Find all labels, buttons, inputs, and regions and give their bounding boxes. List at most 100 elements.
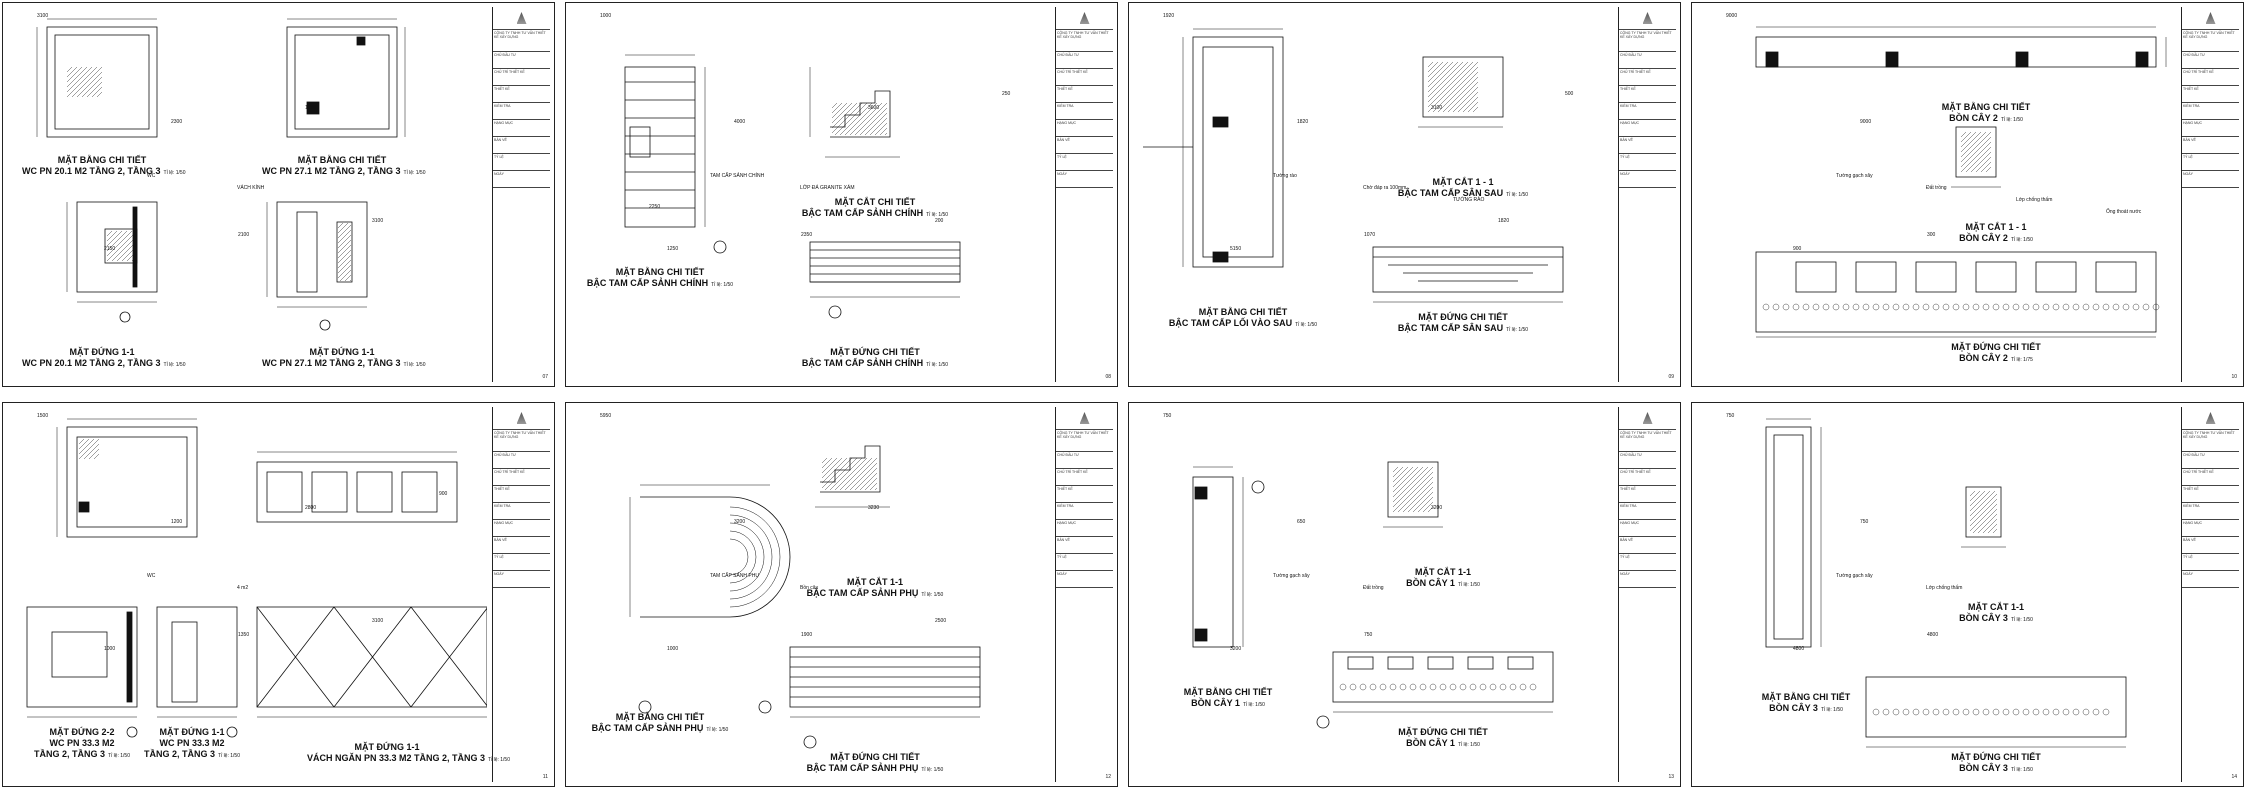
title-block-field: TỶ LỆ (2182, 554, 2239, 571)
drawing-title-main: MẶT CẮT 1 - 1 (1965, 222, 2027, 232)
dimension-label: 500 (1565, 91, 1574, 97)
drawing-title-main: MẶT CẮT 1 - 1 (1432, 177, 1494, 187)
plant-symbol (2072, 708, 2080, 716)
hatch-line (1960, 141, 1992, 173)
drawing-title-main: MẶT ĐỨNG 1-1 (309, 347, 375, 357)
plant-symbol (1842, 303, 1850, 311)
hatch-line (1397, 476, 1434, 513)
plant-symbol (2132, 303, 2140, 311)
scale-label: Tỉ lệ: 1/50 (1457, 582, 1480, 588)
plant-symbol (1932, 303, 1940, 311)
hatch-line (337, 222, 349, 234)
title-block-field: NGÀY (1619, 571, 1676, 588)
plant-symbol (1912, 303, 1920, 311)
hatch-line (1972, 508, 1998, 534)
drawing-title-main: MẶT ĐỨNG 1-1 (354, 742, 420, 752)
scale-label: Tỉ lệ: 1/50 (1295, 322, 1318, 328)
title-block-field: THIẾT KẾ (1619, 486, 1676, 503)
planter-window (1855, 261, 1897, 293)
dimension-label: 2500 (935, 618, 946, 624)
hatch-line (93, 453, 100, 460)
hatch-line (1407, 486, 1434, 513)
title-block-field: KIỂM TRA (1056, 103, 1113, 120)
title-block-field: TỶ LỆ (1056, 154, 1113, 171)
stair-section (830, 90, 891, 138)
hatch-line (1417, 496, 1434, 513)
section-marker (803, 735, 817, 749)
title-block-field: BẢN VẼ (2182, 537, 2239, 554)
door (171, 621, 198, 703)
title-block-field: TỶ LỆ (1056, 554, 1113, 571)
sheet-number: 12 (1105, 774, 1111, 780)
hatch-line (71, 66, 103, 98)
dimension-label: 900 (1793, 246, 1802, 252)
plant-symbol (2062, 303, 2070, 311)
title-block-field: THIẾT KẾ (2182, 486, 2239, 503)
dimension-label: 750 (1726, 413, 1735, 419)
drawing-title-main: MẶT ĐỨNG CHI TIẾT (1398, 727, 1488, 737)
dimension-label: 1200 (305, 105, 316, 111)
drawing-title-main: MẶT ĐỨNG 2-2 (49, 727, 115, 737)
hatch-line (821, 457, 848, 484)
planter-window (2095, 261, 2137, 293)
hatch-line (66, 66, 83, 83)
hatch-line (869, 482, 878, 491)
section-marker (119, 311, 131, 323)
annotation-note: VÁCH KÍNH (237, 184, 265, 191)
hatch-line (844, 457, 878, 491)
scale-label: Tỉ lệ: 1/50 (163, 362, 186, 368)
title-block-field: NGÀY (493, 171, 550, 188)
title-block-field: KIỂM TRA (1056, 503, 1113, 520)
glass-panel (336, 221, 353, 283)
hatch-line (831, 102, 848, 119)
drawing-title-main: MẶT CẮT 1-1 (847, 577, 903, 587)
planter-window (1427, 656, 1454, 670)
hatch-line (844, 102, 878, 136)
annotation-note: Đất trồng (1363, 585, 1384, 591)
hatch-line (1992, 528, 1998, 534)
planter-window (1387, 656, 1414, 670)
dimension-label: 1200 (171, 519, 182, 525)
company-logo-icon (2182, 407, 2239, 430)
hatch-line (874, 122, 888, 136)
plant-symbol (2142, 303, 2150, 311)
hatch-line (1975, 156, 1992, 173)
dimension-label: 4800 (1793, 646, 1804, 652)
plant-symbol (1802, 303, 1810, 311)
hatch-line (834, 457, 868, 491)
plant-symbol (1972, 708, 1980, 716)
hatch-line (1960, 131, 1977, 148)
hatch-line (1467, 101, 1479, 113)
title-block-field: BẢN VẼ (1056, 137, 1113, 154)
plant-symbol (2082, 303, 2090, 311)
hatch-line (1985, 166, 1992, 173)
drawing-title-main: MẶT BẰNG CHI TIẾT (1761, 692, 1851, 702)
annotation-note: WC (147, 573, 156, 579)
hatch-line (839, 102, 873, 136)
hatch-line (337, 239, 352, 254)
scale-label: Tỉ lệ: 1/50 (218, 753, 240, 759)
annotation-note: Lớp chống thấm (1926, 585, 1962, 591)
drawing-title-main: MẶT CẮT 1-1 (1415, 567, 1471, 577)
hatch-line (1402, 481, 1434, 513)
title-block-field: HẠNG MỤC (1619, 120, 1676, 137)
plant-symbol (1872, 303, 1880, 311)
drawing-title-sub: WC PN 33.3 M2 (49, 738, 115, 748)
title-block-field: CHỦ ĐẦU TƯ (1619, 452, 1676, 469)
scale-label: Tỉ lệ: 1/50 (2010, 617, 2033, 623)
wall-solid (1212, 251, 1229, 263)
elevation-wall (276, 201, 368, 298)
hatch-line (1462, 96, 1479, 113)
curved-stair-plan (640, 496, 791, 618)
plant-symbol (2072, 303, 2080, 311)
